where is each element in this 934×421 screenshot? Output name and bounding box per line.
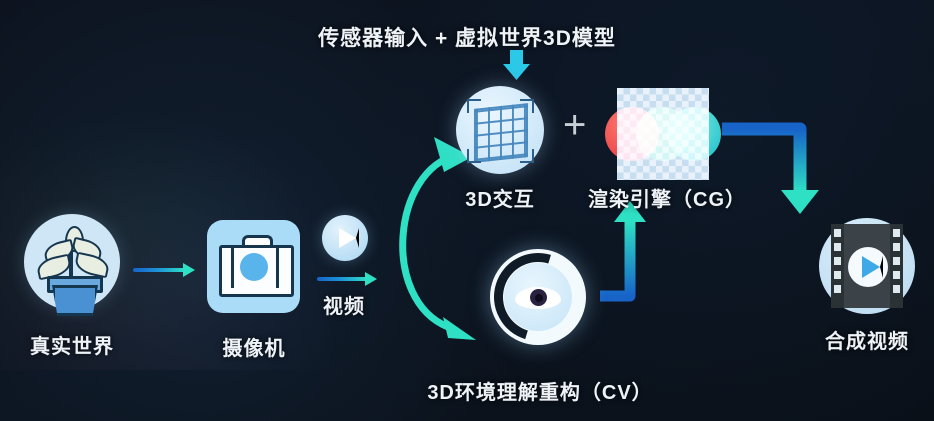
label-video: 视频 bbox=[323, 296, 365, 318]
node-video[interactable] bbox=[322, 215, 368, 261]
label-camera: 摄像机 bbox=[222, 338, 286, 360]
play-circle-icon bbox=[322, 215, 368, 261]
arrow-cv-to-render bbox=[600, 201, 646, 302]
arrow-input-down bbox=[503, 50, 530, 80]
node-camera[interactable] bbox=[207, 220, 300, 313]
3d-grid-icon bbox=[456, 86, 544, 174]
node-interaction[interactable] bbox=[456, 86, 544, 174]
film-play-icon bbox=[819, 218, 915, 314]
label-cv: 3D环境理解重构（CV） bbox=[427, 382, 653, 404]
label-real-world: 真实世界 bbox=[30, 336, 114, 358]
title-text: 传感器输入 + 虚拟世界3D模型 bbox=[318, 27, 616, 50]
rgb-spheres-icon bbox=[605, 88, 721, 180]
label-interaction: 3D交互 bbox=[465, 189, 535, 211]
node-output[interactable] bbox=[819, 218, 915, 314]
label-output: 合成视频 bbox=[825, 331, 909, 353]
node-real-world[interactable] bbox=[24, 214, 120, 316]
node-render[interactable] bbox=[605, 88, 721, 180]
eye-icon bbox=[478, 237, 598, 357]
plus-symbol: + bbox=[563, 103, 587, 147]
node-cv[interactable] bbox=[478, 237, 598, 357]
potted-plant-icon bbox=[24, 214, 120, 316]
label-render: 渲染引擎（CG） bbox=[588, 189, 746, 211]
camera-icon bbox=[207, 220, 300, 313]
